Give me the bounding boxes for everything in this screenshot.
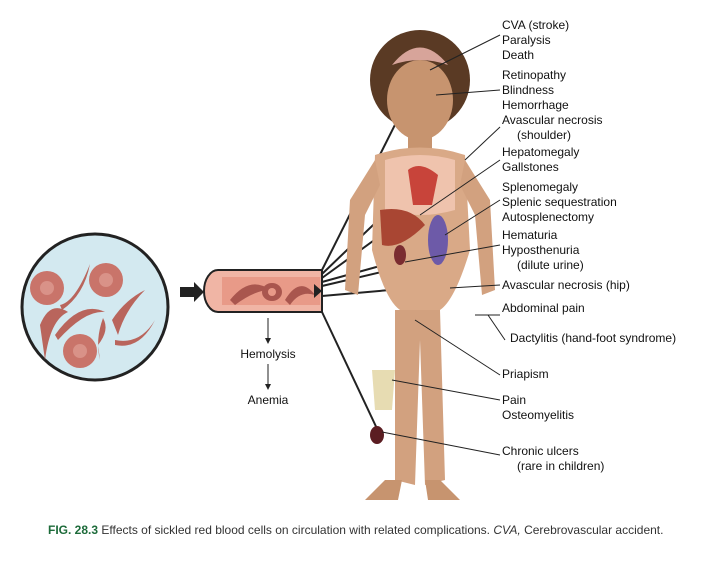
label-line: Retinopathy [502,68,567,82]
caption-abbr-def: Cerebrovascular accident. [524,523,664,537]
shoulder-label: Avascular necrosis (shoulder) [502,113,603,143]
priapism-label: Priapism [502,367,549,381]
hand-label: Dactylitis (hand-foot syndrome) [510,331,677,345]
label-line: Blindness [502,83,555,97]
hemolysis-label: Hemolysis [240,347,296,361]
eye-label: Retinopathy Blindness Hemorrhage [502,68,569,113]
ulcer-label: Chronic ulcers (rare in children) [502,444,604,474]
label-line: Hepatomegaly [502,145,580,159]
caption-abbr: CVA, [493,523,521,537]
label-line: (shoulder) [517,128,572,142]
label-line: Hemorrhage [502,98,569,112]
label-line: Death [502,48,535,62]
child-figure [345,30,495,500]
leader-lines [381,34,506,456]
hip-label: Avascular necrosis (hip) [502,278,630,292]
spleen-label: Splenomegaly Splenic sequestration Autos… [502,180,617,225]
label-line: CVA (stroke) [502,18,570,32]
blood-vessel [203,269,323,313]
label-line: Hyposthenuria [502,243,580,257]
label-line: (rare in children) [517,459,605,473]
anemia-label: Anemia [247,393,289,407]
label-line: Splenomegaly [502,180,579,194]
bone-label: Pain Osteomyelitis [502,393,574,423]
label-line: Hematuria [502,228,558,242]
arrow-icon [180,282,204,302]
label-line: Avascular necrosis [502,113,603,127]
caption-text: Effects of sickled red blood cells on ci… [101,523,491,537]
abdomen-label: Abdominal pain [502,301,585,315]
kidney-label: Hematuria Hyposthenuria (dilute urine) [502,228,584,273]
label-line: (dilute urine) [517,258,584,272]
liver-label: Hepatomegaly Gallstones [502,145,579,175]
label-line: Paralysis [502,33,551,47]
cva-label: CVA (stroke) Paralysis Death [502,18,569,63]
label-line: Splenic sequestration [502,195,617,209]
figure-number: FIG. 28.3 [48,523,99,537]
label-line: Gallstones [502,160,559,174]
label-line: Pain [502,393,527,407]
label-line: Osteomyelitis [502,408,575,422]
label-line: Autosplenectomy [502,210,595,224]
label-line: Chronic ulcers [502,444,579,458]
figure-caption: FIG. 28.3 Effects of sickled red blood c… [48,523,668,538]
blood-smear-circle [20,232,170,382]
